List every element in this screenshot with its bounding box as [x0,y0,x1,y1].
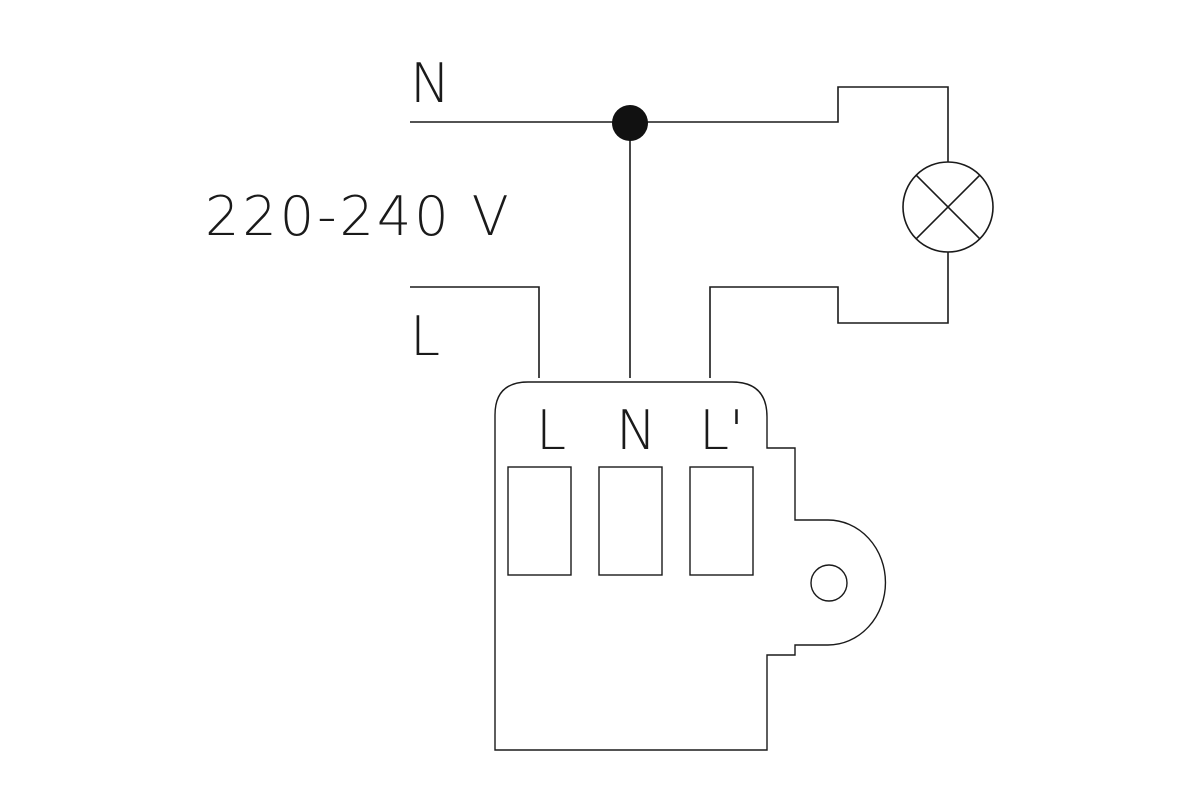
junction-dot [612,105,648,141]
live-wire [410,286,540,378]
terminal-l-label: L [536,399,566,462]
terminal-n-slot [598,466,663,576]
lamp-icon [902,161,994,253]
terminal-n-label: N [616,399,656,462]
voltage-label: 220-240 V [205,185,512,248]
module-housing [494,381,887,751]
neutral-label: N [410,52,450,115]
terminal-lprime-label: L' [699,399,744,462]
live-label: L [410,305,440,368]
terminal-lprime-slot [689,466,754,576]
neutral-wire [410,86,949,162]
switched-live-wire [709,252,949,378]
mounting-hole [810,564,848,602]
terminal-l-slot [507,466,572,576]
